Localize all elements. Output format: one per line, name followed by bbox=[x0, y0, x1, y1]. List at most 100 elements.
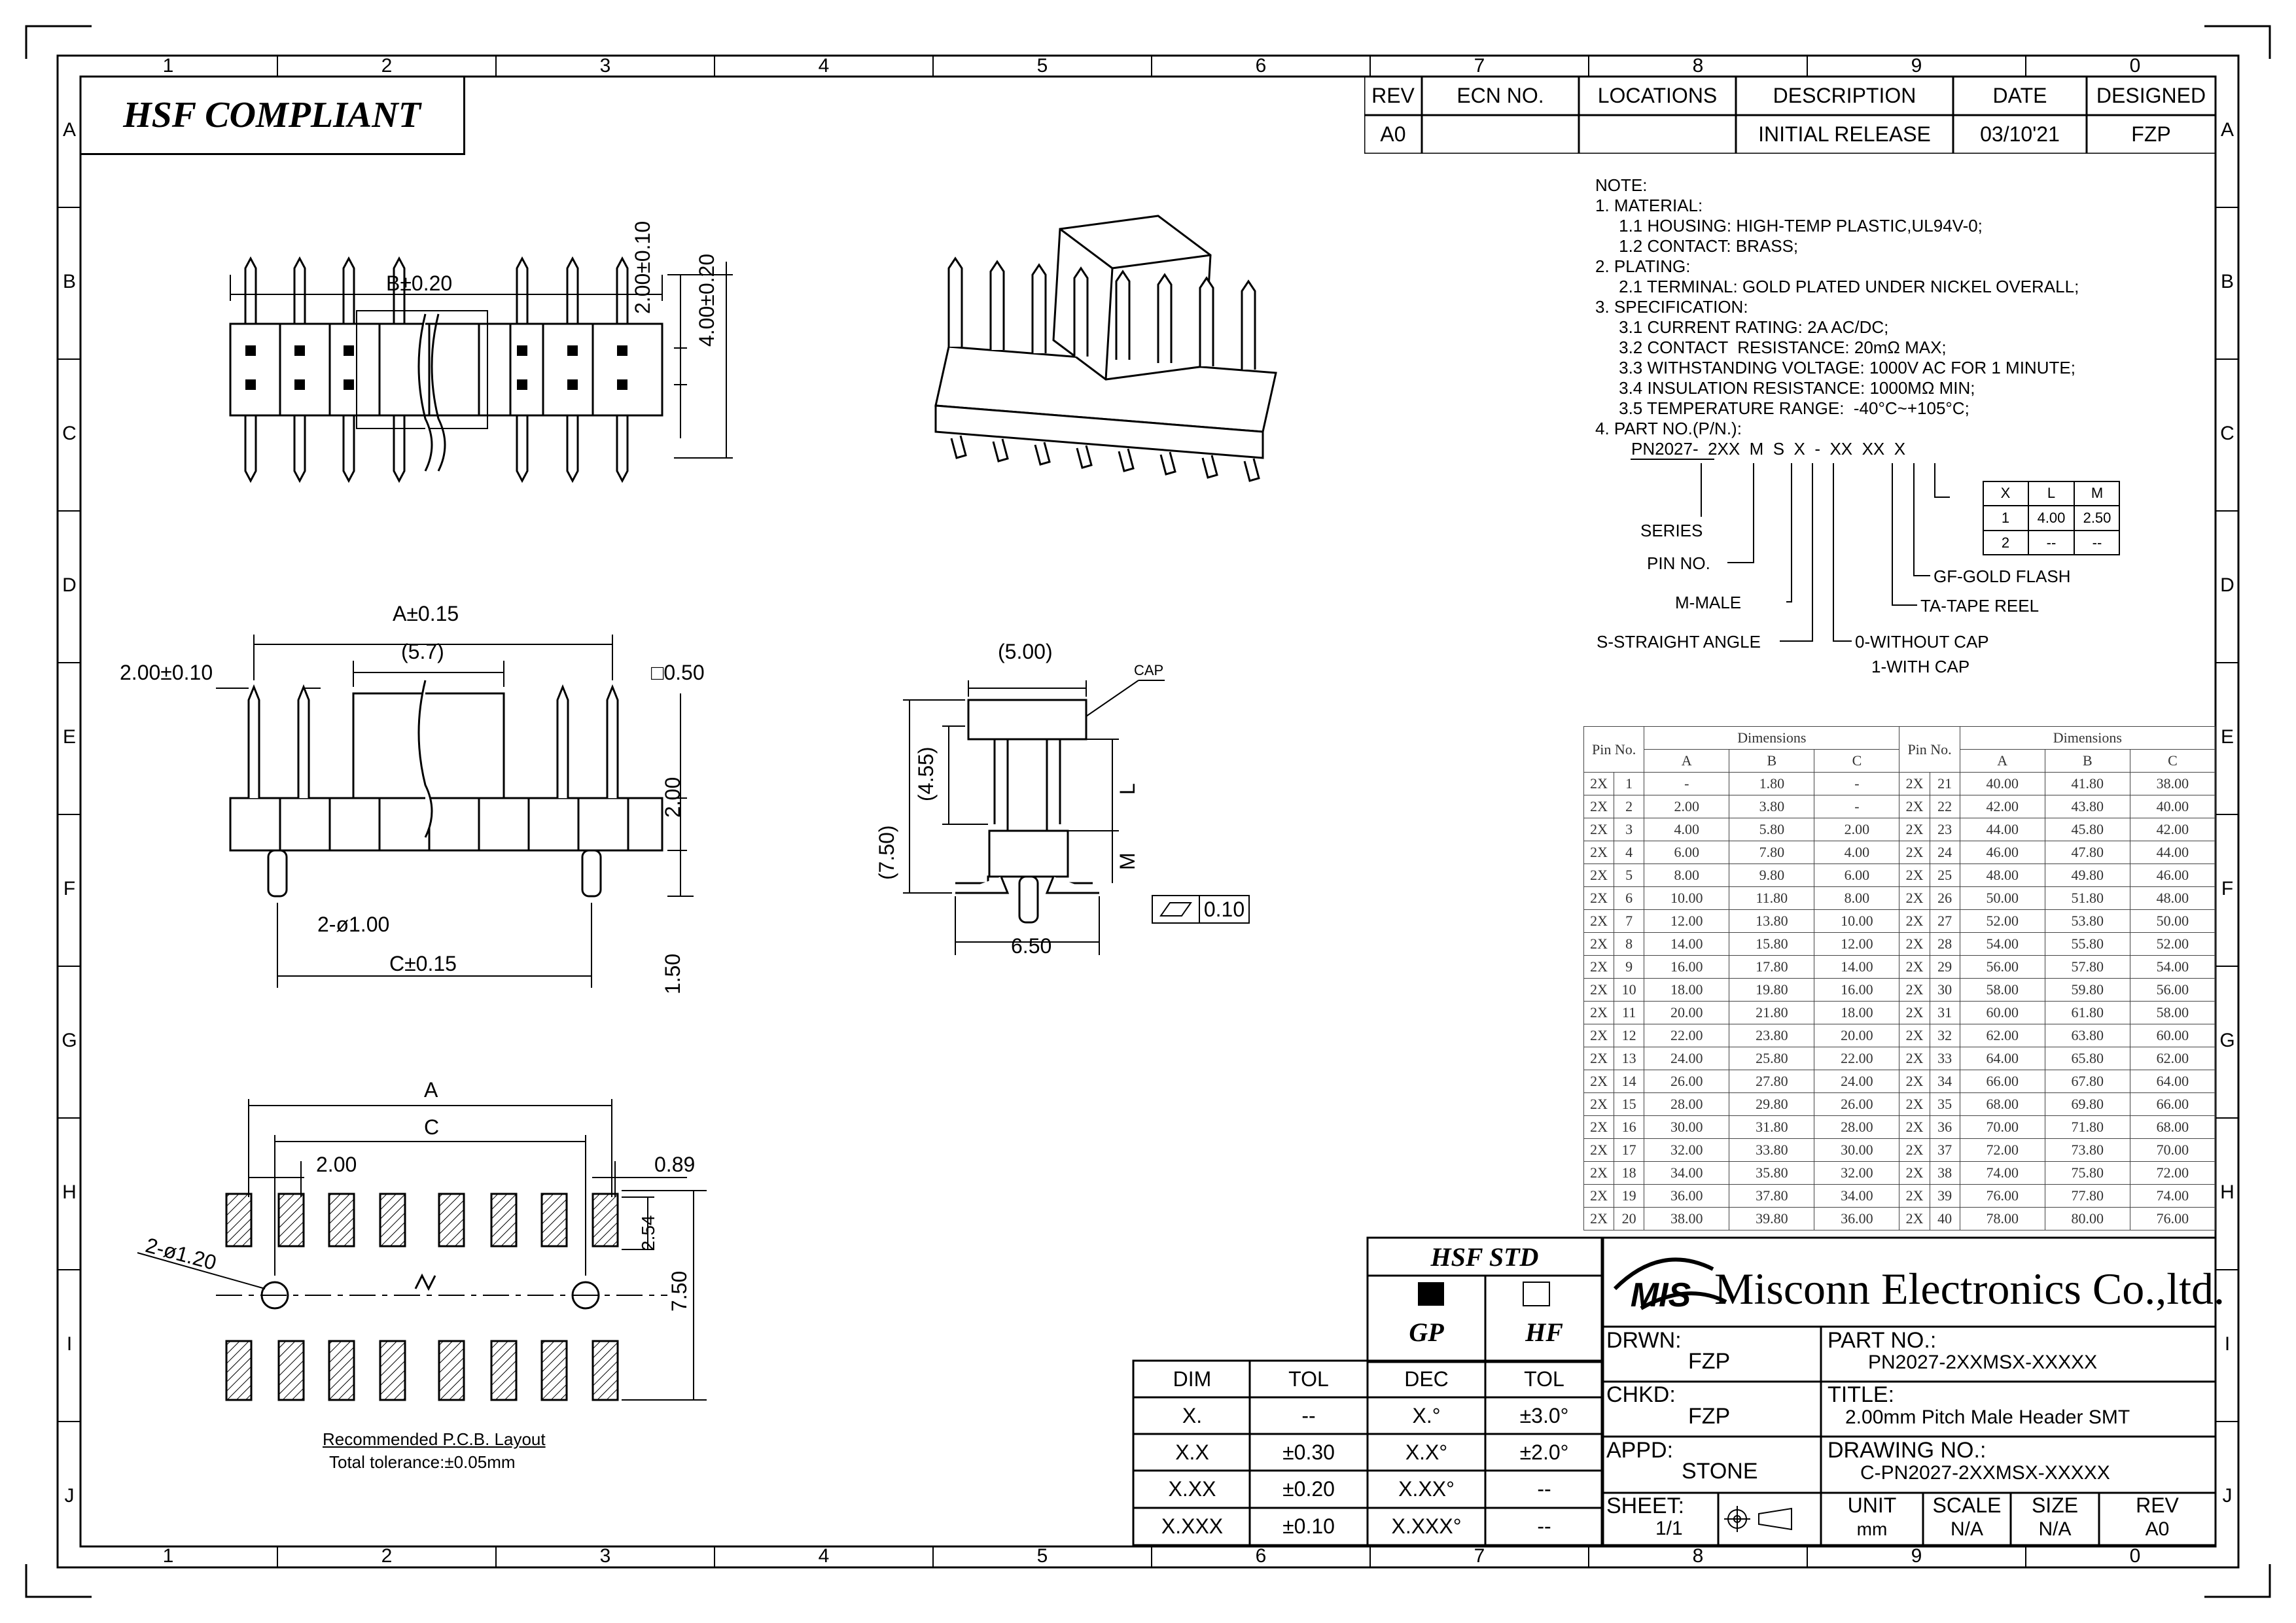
table-cell: 2X bbox=[1583, 978, 1615, 1002]
table-cell: 34.00 bbox=[1644, 1161, 1730, 1185]
table-cell: 72.00 bbox=[2129, 1161, 2216, 1185]
table-cell: 66.00 bbox=[1959, 1070, 2045, 1093]
table-cell: 21.80 bbox=[1729, 1001, 1815, 1024]
table-cell: 76.00 bbox=[2129, 1207, 2216, 1230]
scale-value: N/A bbox=[1950, 1518, 1983, 1540]
table-cell: 16.00 bbox=[1644, 955, 1730, 979]
table-cell: 32.00 bbox=[1644, 1138, 1730, 1162]
zone-label: 6 bbox=[1255, 1545, 1267, 1567]
table-cell: 22.00 bbox=[1644, 1024, 1730, 1047]
dim-row-pitch: 7.50 bbox=[667, 1270, 691, 1312]
tolerance-cell: X.X bbox=[1175, 1440, 1209, 1464]
tolerance-cell: X.XXX° bbox=[1391, 1514, 1462, 1538]
table-cell: 73.80 bbox=[2044, 1138, 2130, 1162]
table-cell: 2X bbox=[1899, 772, 1930, 795]
table-cell: - bbox=[1814, 772, 1900, 795]
table-cell: - bbox=[1814, 795, 1900, 818]
table-cell: 50.00 bbox=[2129, 909, 2216, 933]
tolerance-cell: -- bbox=[1537, 1476, 1551, 1501]
pn-gold: GF-GOLD FLASH bbox=[1934, 567, 2071, 586]
table-cell: 16.00 bbox=[1814, 978, 1900, 1002]
table-cell: 56.00 bbox=[1959, 955, 2045, 979]
appd-label: APPD: bbox=[1606, 1438, 1674, 1463]
dim-pitch-pcb: 2.00 bbox=[316, 1153, 357, 1176]
table-cell: 8 bbox=[1614, 932, 1645, 956]
table-cell: 15.80 bbox=[1729, 932, 1815, 956]
table-cell: 40.00 bbox=[2129, 795, 2216, 818]
zone-label: A bbox=[62, 119, 76, 141]
table-cell: 25 bbox=[1929, 864, 1960, 887]
table-cell: 71.80 bbox=[2044, 1115, 2130, 1139]
company-logo: MIS bbox=[1630, 1276, 1691, 1314]
table-cell: 33.80 bbox=[1729, 1138, 1815, 1162]
x-l-m-table: X L M 1 4.00 2.50 2 -- -- bbox=[1983, 481, 2120, 555]
table-cell: 12.00 bbox=[1814, 932, 1900, 956]
mini-cell: -- bbox=[2092, 534, 2102, 551]
zone-label: J bbox=[64, 1485, 75, 1507]
table-cell: 5 bbox=[1614, 864, 1645, 887]
table-cell: 6.00 bbox=[1814, 864, 1900, 887]
part-no-label: PART NO.: bbox=[1828, 1328, 1937, 1353]
zone-label: E bbox=[2220, 726, 2234, 748]
table-cell: 20.00 bbox=[1814, 1024, 1900, 1047]
dim-header: Dimensions bbox=[1959, 726, 2216, 750]
table-cell: 63.80 bbox=[2044, 1024, 2130, 1047]
zone-label: H bbox=[2220, 1181, 2234, 1203]
table-cell: 64.00 bbox=[2129, 1070, 2216, 1093]
scale-label: SCALE bbox=[1932, 1493, 2002, 1517]
dim-subheader: C bbox=[1814, 749, 1900, 773]
side-view-drawing bbox=[903, 680, 1165, 955]
hsf-hf-label: HF bbox=[1525, 1317, 1563, 1347]
table-cell: 2X bbox=[1583, 795, 1615, 818]
tolerance-cell: ±0.20 bbox=[1282, 1476, 1335, 1501]
table-cell: 2X bbox=[1583, 1092, 1615, 1116]
zone-label: 7 bbox=[1474, 1545, 1485, 1567]
table-cell: 40 bbox=[1929, 1207, 1960, 1230]
table-cell: 29.80 bbox=[1729, 1092, 1815, 1116]
pcb-tolerance: Total tolerance:±0.05mm bbox=[329, 1452, 516, 1472]
tolerance-cell: X.X° bbox=[1405, 1440, 1448, 1464]
appd-value: STONE bbox=[1682, 1459, 1758, 1484]
table-cell: 49.80 bbox=[2044, 864, 2130, 887]
zone-label: I bbox=[66, 1333, 73, 1355]
table-cell: 7.80 bbox=[1729, 841, 1815, 864]
note-line: 3.1 CURRENT RATING: 2A AC/DC; bbox=[1595, 317, 1889, 337]
table-cell: 39.80 bbox=[1729, 1207, 1815, 1230]
rev-header-ecn: ECN NO. bbox=[1457, 84, 1544, 107]
table-cell: 72.00 bbox=[1959, 1138, 2045, 1162]
table-cell: 32 bbox=[1929, 1024, 1960, 1047]
zone-label: 9 bbox=[1911, 55, 1922, 77]
table-cell: 68.00 bbox=[1959, 1092, 2045, 1116]
table-cell: 80.00 bbox=[2044, 1207, 2130, 1230]
hsf-compliant-label: HSF COMPLIANT bbox=[80, 77, 465, 155]
rev-header-description: DESCRIPTION bbox=[1773, 84, 1916, 107]
table-cell: 23.80 bbox=[1729, 1024, 1815, 1047]
part-code-leaders bbox=[1631, 459, 1950, 642]
pin-header: Pin No. bbox=[1899, 726, 1960, 773]
table-cell: 69.80 bbox=[2044, 1092, 2130, 1116]
table-cell: 2X bbox=[1899, 1115, 1930, 1139]
table-cell: 34 bbox=[1929, 1070, 1960, 1093]
rev-value-description: INITIAL RELEASE bbox=[1758, 122, 1931, 146]
dim-5-7: (5.7) bbox=[401, 640, 444, 663]
table-cell: 16 bbox=[1614, 1115, 1645, 1139]
table-cell: 38.00 bbox=[2129, 772, 2216, 795]
dim-pitch-front: 2.00±0.10 bbox=[120, 661, 213, 684]
table-cell: 4.00 bbox=[1814, 841, 1900, 864]
rev-value-date: 03/10'21 bbox=[1980, 122, 2060, 146]
dim-subheader: C bbox=[2129, 749, 2216, 773]
table-cell: 24 bbox=[1929, 841, 1960, 864]
dim-square-pin: □0.50 bbox=[651, 661, 705, 684]
zone-label: E bbox=[62, 726, 76, 748]
table-cell: 51.80 bbox=[2044, 886, 2130, 910]
note-line: 3.5 TEMPERATURE RANGE: -40°C~+105°C; bbox=[1595, 398, 1969, 418]
table-cell: 36 bbox=[1929, 1115, 1960, 1139]
